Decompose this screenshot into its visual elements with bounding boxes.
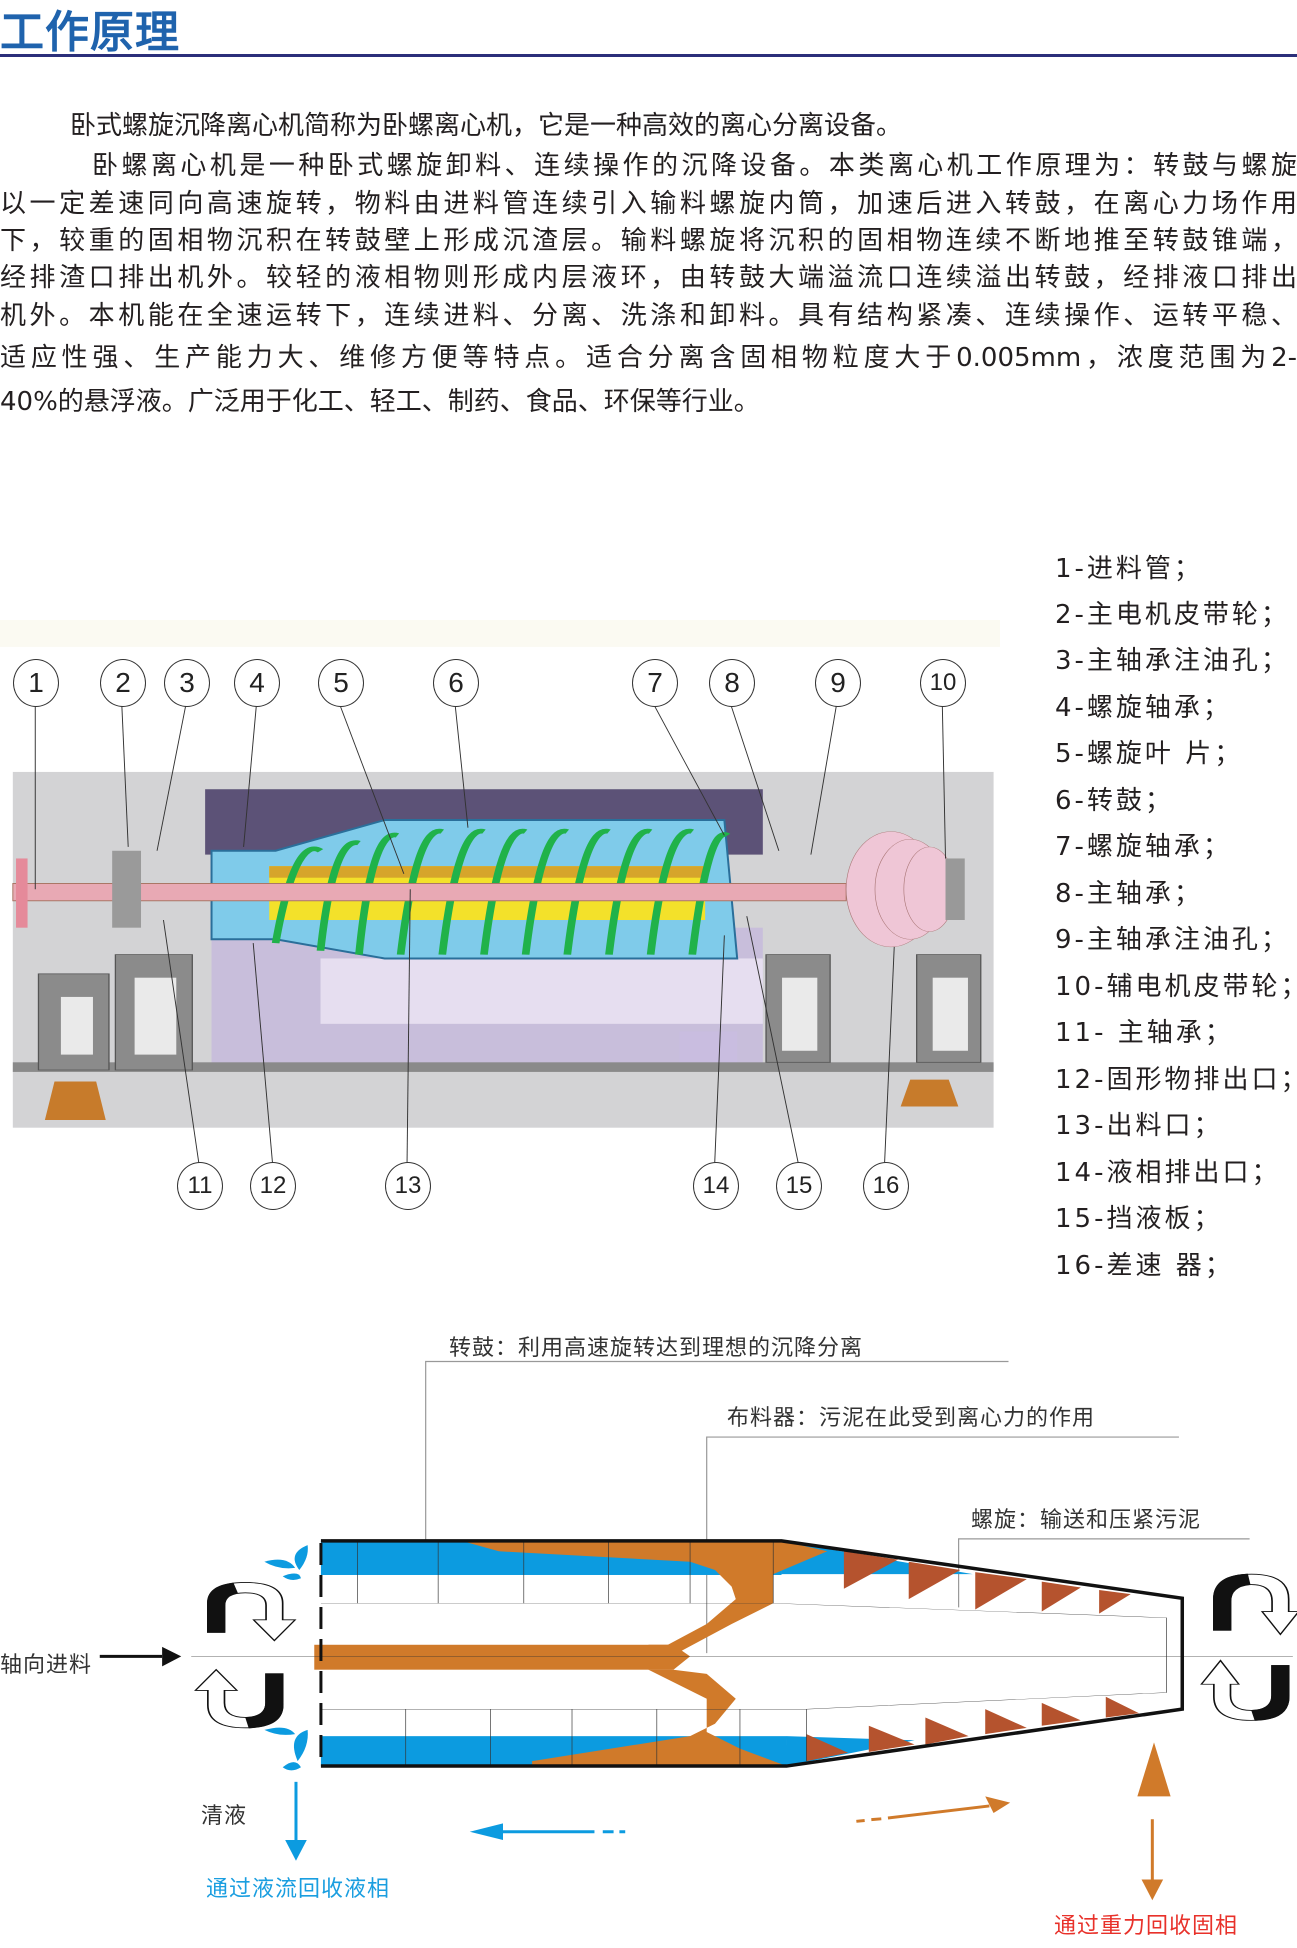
- bowl-outline: [321, 1541, 1182, 1766]
- leader-lines: [34, 704, 946, 1163]
- legend-item: 2-主电机皮带轮；: [1055, 600, 1290, 630]
- legend-item: 11- 主轴承；: [1055, 1018, 1234, 1048]
- label-leader-lines: [426, 1361, 1250, 1653]
- callout-12: 12: [250, 1162, 296, 1210]
- callout-9: 9: [815, 659, 861, 707]
- callout-5: 5: [318, 659, 364, 707]
- screw-flights: [271, 828, 731, 955]
- intro-paragraph-2-line: 40%的悬浮液。广泛用于化工、轻工、制药、食品、环保等行业。: [0, 387, 760, 417]
- callout-4: 4: [234, 659, 280, 707]
- feed-tube: [314, 1644, 672, 1670]
- main-motor-pulley: [112, 850, 142, 928]
- callout-10: 10: [920, 659, 966, 707]
- legend-item: 12-固形物排出口；: [1055, 1065, 1297, 1095]
- callout-11: 11: [177, 1162, 223, 1210]
- solid-flow-arrow-icon: [856, 1806, 989, 1821]
- feed-label: 轴向进料: [0, 1653, 93, 1678]
- sludge-lower: [532, 1669, 787, 1767]
- screw-label: 螺旋：输送和压紧污泥: [971, 1508, 1202, 1533]
- callout-16: 16: [863, 1162, 909, 1210]
- legend-item: 16-差速 器；: [1055, 1251, 1234, 1281]
- auxiliary-motor-pulley: [845, 831, 956, 948]
- sludge-upper: [461, 1540, 828, 1656]
- rotation-arrow-icon: [207, 1582, 297, 1642]
- solid-up-arrow-icon: [1137, 1742, 1171, 1797]
- callout-6: 6: [433, 659, 479, 707]
- legend-item: 10-辅电机皮带轮；: [1055, 972, 1297, 1002]
- legend-item: 7-螺旋轴承；: [1055, 832, 1232, 862]
- legend-item: 14-液相排出口；: [1055, 1158, 1281, 1188]
- legend-item: 15-挡液板；: [1055, 1204, 1223, 1234]
- callout-14: 14: [693, 1162, 739, 1210]
- legend-item: 1-进料管；: [1055, 554, 1203, 584]
- title-divider: [0, 54, 1297, 57]
- intro-paragraph-1: 卧式螺旋沉降离心机简称为卧螺离心机，它是一种高效的离心分离设备。: [70, 111, 903, 141]
- callout-1: 1: [13, 659, 59, 707]
- intro-paragraph-2-line: 下，较重的固相物沉积在转鼓壁上形成沉渣层。输料螺旋将沉积的固相物连续不断地推至转…: [0, 226, 1297, 256]
- legend-item: 8-主轴承；: [1055, 879, 1203, 909]
- intro-paragraph-2-line: 卧螺离心机是一种卧式螺旋卸料、连续操作的沉降设备。本类离心机工作原理为：转鼓与螺…: [92, 151, 1297, 181]
- base-plate: [12, 1062, 994, 1072]
- legend-item: 9-主轴承注油孔；: [1055, 925, 1290, 955]
- callout-3: 3: [164, 659, 210, 707]
- page-title: 工作原理: [0, 7, 180, 58]
- legend-item: 5-螺旋叶 片；: [1055, 739, 1244, 769]
- liquid-recovery-label: 通过液流回收液相: [206, 1877, 391, 1902]
- centrifuge-cutaway-illustration: [0, 620, 1000, 1163]
- rotation-arrow-icon: [1213, 1573, 1297, 1636]
- intro-paragraph-2-line: 以一定差速同向高速旋转，物料由进料管连续引入输料螺旋内筒，加速后进入转鼓，在离心…: [0, 189, 1297, 219]
- separation-schematic: [0, 1300, 1297, 1901]
- callout-7: 7: [632, 659, 678, 707]
- rotation-arrow-icon: [1200, 1659, 1290, 1721]
- screw-flights: [806, 1551, 1140, 1762]
- feet: [44, 1079, 959, 1120]
- drum-label: 转鼓：利用高速旋转达到理想的沉降分离: [449, 1336, 864, 1361]
- rotation-arrow-icon: [194, 1668, 284, 1729]
- distributor-label: 布料器：污泥在此受到离心力的作用: [727, 1406, 1096, 1431]
- clear-liquid-label: 清液: [201, 1804, 248, 1829]
- legend-item: 13-出料口；: [1055, 1111, 1223, 1141]
- legend-item: 6-转鼓；: [1055, 786, 1174, 816]
- callout-8: 8: [709, 659, 755, 707]
- splash-icon: [264, 1545, 308, 1771]
- intro-paragraph-2-line: 机外。本机能在全速运转下，连续进料、分离、洗涤和卸料。具有结构紧凑、连续操作、运…: [0, 301, 1297, 331]
- intro-paragraph-2-line: 经排渣口排出机外。较轻的液相物则形成内层液环，由转鼓大端溢流口连续溢出转鼓，经排…: [0, 263, 1297, 293]
- solid-recovery-label: 通过重力回收固相: [1054, 1914, 1239, 1939]
- legend-item: 4-螺旋轴承；: [1055, 693, 1232, 723]
- callout-2: 2: [100, 659, 146, 707]
- legend-item: 3-主轴承注油孔；: [1055, 646, 1290, 676]
- callout-15: 15: [776, 1162, 822, 1210]
- intro-paragraph-2-line: 适应性强、生产能力大、维修方便等特点。适合分离含固相物粒度大于0.005mm，浓…: [0, 343, 1297, 373]
- callout-13: 13: [385, 1162, 431, 1210]
